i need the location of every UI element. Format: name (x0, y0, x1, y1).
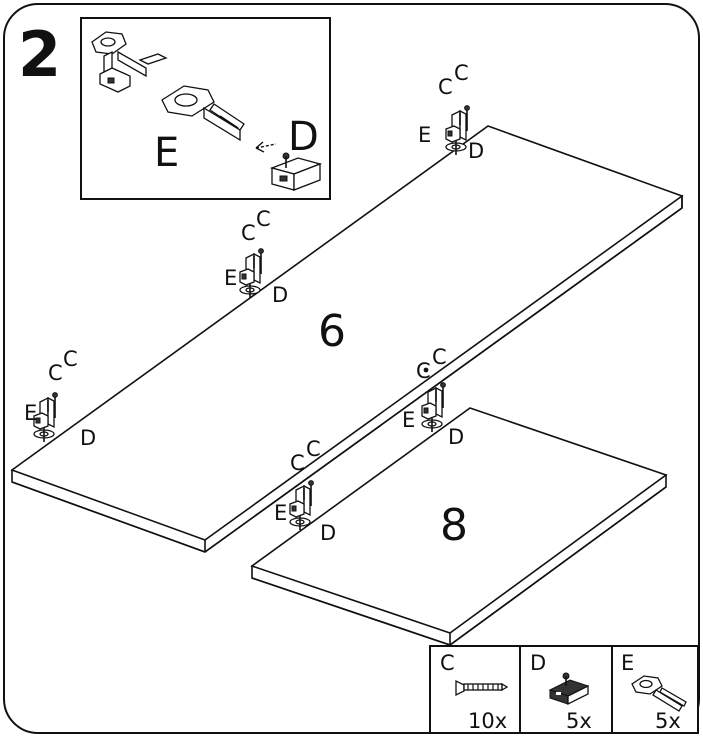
assembled-hinge-icon (91, 31, 168, 93)
hinge-door-left-c1: C (290, 451, 305, 475)
hinge-right-c2: C (454, 61, 469, 85)
hinge-door-left-c2: C (306, 437, 321, 461)
parts-cell-e: E 5x (621, 651, 687, 733)
inset-detail: E D (80, 17, 331, 200)
hinge-e-icon (161, 85, 245, 142)
panel-8 (250, 407, 668, 646)
hinge-right-d: D (468, 139, 484, 163)
screw-icon (455, 679, 509, 697)
plate-d-icon (269, 152, 323, 191)
panel-label-8: 8 (440, 500, 468, 551)
parts-cell-c: C 10x (440, 651, 509, 733)
step-number: 2 (18, 18, 61, 91)
hinge-mid-c2: C (256, 207, 271, 231)
hinge-left-e: E (24, 401, 37, 425)
hinge-left-c1: C (48, 361, 63, 385)
panel-label-6: 6 (318, 306, 346, 357)
mounting-plate-icon (548, 672, 590, 706)
hinge-door-left-d: D (320, 521, 336, 545)
hinge-door-right-e: E (402, 408, 415, 432)
hinge-mid-c1: C (241, 221, 256, 245)
part-e-qty: 5x (655, 709, 681, 733)
inset-label-d: D (288, 114, 319, 160)
hinge-door-right: C C E D (402, 345, 464, 449)
hinge-right: C C E D (418, 61, 484, 163)
screw-head-icon (423, 367, 429, 373)
hinge-door-right-c2: C (432, 345, 447, 369)
insert-arrow-icon (255, 141, 277, 153)
hinge-door-right-d: D (448, 425, 464, 449)
hinge-mid: C C E D (224, 207, 288, 307)
panel-6 (10, 125, 684, 553)
part-c-qty: 10x (468, 709, 507, 733)
hinge-door-left-e: E (274, 501, 287, 525)
part-d-qty: 5x (566, 709, 592, 733)
page-frame (3, 3, 700, 734)
inset-label-e: E (154, 130, 179, 176)
parts-cell-d: D 5x (530, 651, 592, 733)
hinge-right-c1: C (438, 75, 453, 99)
hinge-left-c2: C (63, 347, 78, 371)
hinge-right-e: E (418, 123, 431, 147)
part-d-letter: D (530, 651, 546, 675)
hinge-icon (631, 675, 687, 712)
hinge-mid-e: E (224, 266, 237, 290)
hinge-door-right-c1: C (416, 359, 431, 383)
hinge-mid-d: D (272, 283, 288, 307)
hinge-left: C C E D (24, 347, 96, 450)
parts-table: C 10x D 5x E (429, 645, 699, 734)
part-e-letter: E (621, 651, 634, 675)
hinge-door-left: C C E D (274, 437, 336, 545)
hinge-left-d: D (80, 426, 96, 450)
part-c-letter: C (440, 651, 455, 675)
